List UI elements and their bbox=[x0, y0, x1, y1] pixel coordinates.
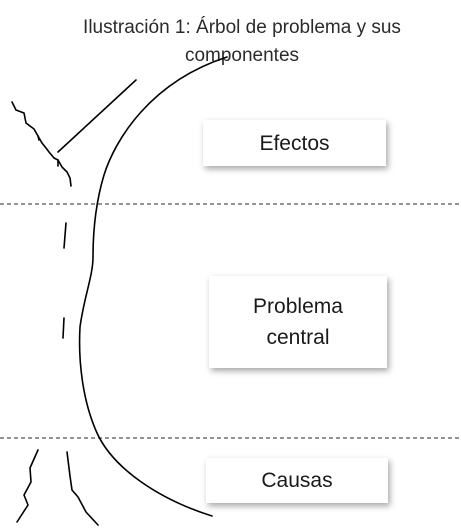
central-problem-label-line2: central bbox=[266, 326, 330, 349]
left-trunk-dash-1 bbox=[63, 222, 67, 249]
figure-caption: Ilustración 1: Árbol de problema y sus c… bbox=[20, 14, 461, 70]
tree-trunk-sketch bbox=[11, 56, 228, 526]
left-branch bbox=[11, 101, 59, 167]
effects-box: Efectos bbox=[203, 120, 386, 166]
root-left bbox=[16, 449, 39, 523]
figure-caption-line2: componentes bbox=[184, 45, 300, 66]
causes-label: Causas bbox=[261, 469, 333, 492]
root-middle bbox=[66, 451, 99, 526]
right-branch bbox=[57, 79, 137, 153]
left-branch-twig bbox=[37, 135, 40, 141]
right-trunk-curve bbox=[78, 56, 228, 517]
left-trunk-dash-2 bbox=[62, 317, 65, 339]
central-problem-label-line1: Problema bbox=[253, 295, 343, 318]
left-trunk-upper bbox=[57, 159, 72, 187]
effects-label: Efectos bbox=[259, 131, 330, 155]
figure-caption-line1: Ilustración 1: Árbol de problema y sus bbox=[83, 17, 401, 38]
central-problem-box: Problema central bbox=[209, 276, 387, 368]
causes-box: Causas bbox=[206, 458, 388, 503]
